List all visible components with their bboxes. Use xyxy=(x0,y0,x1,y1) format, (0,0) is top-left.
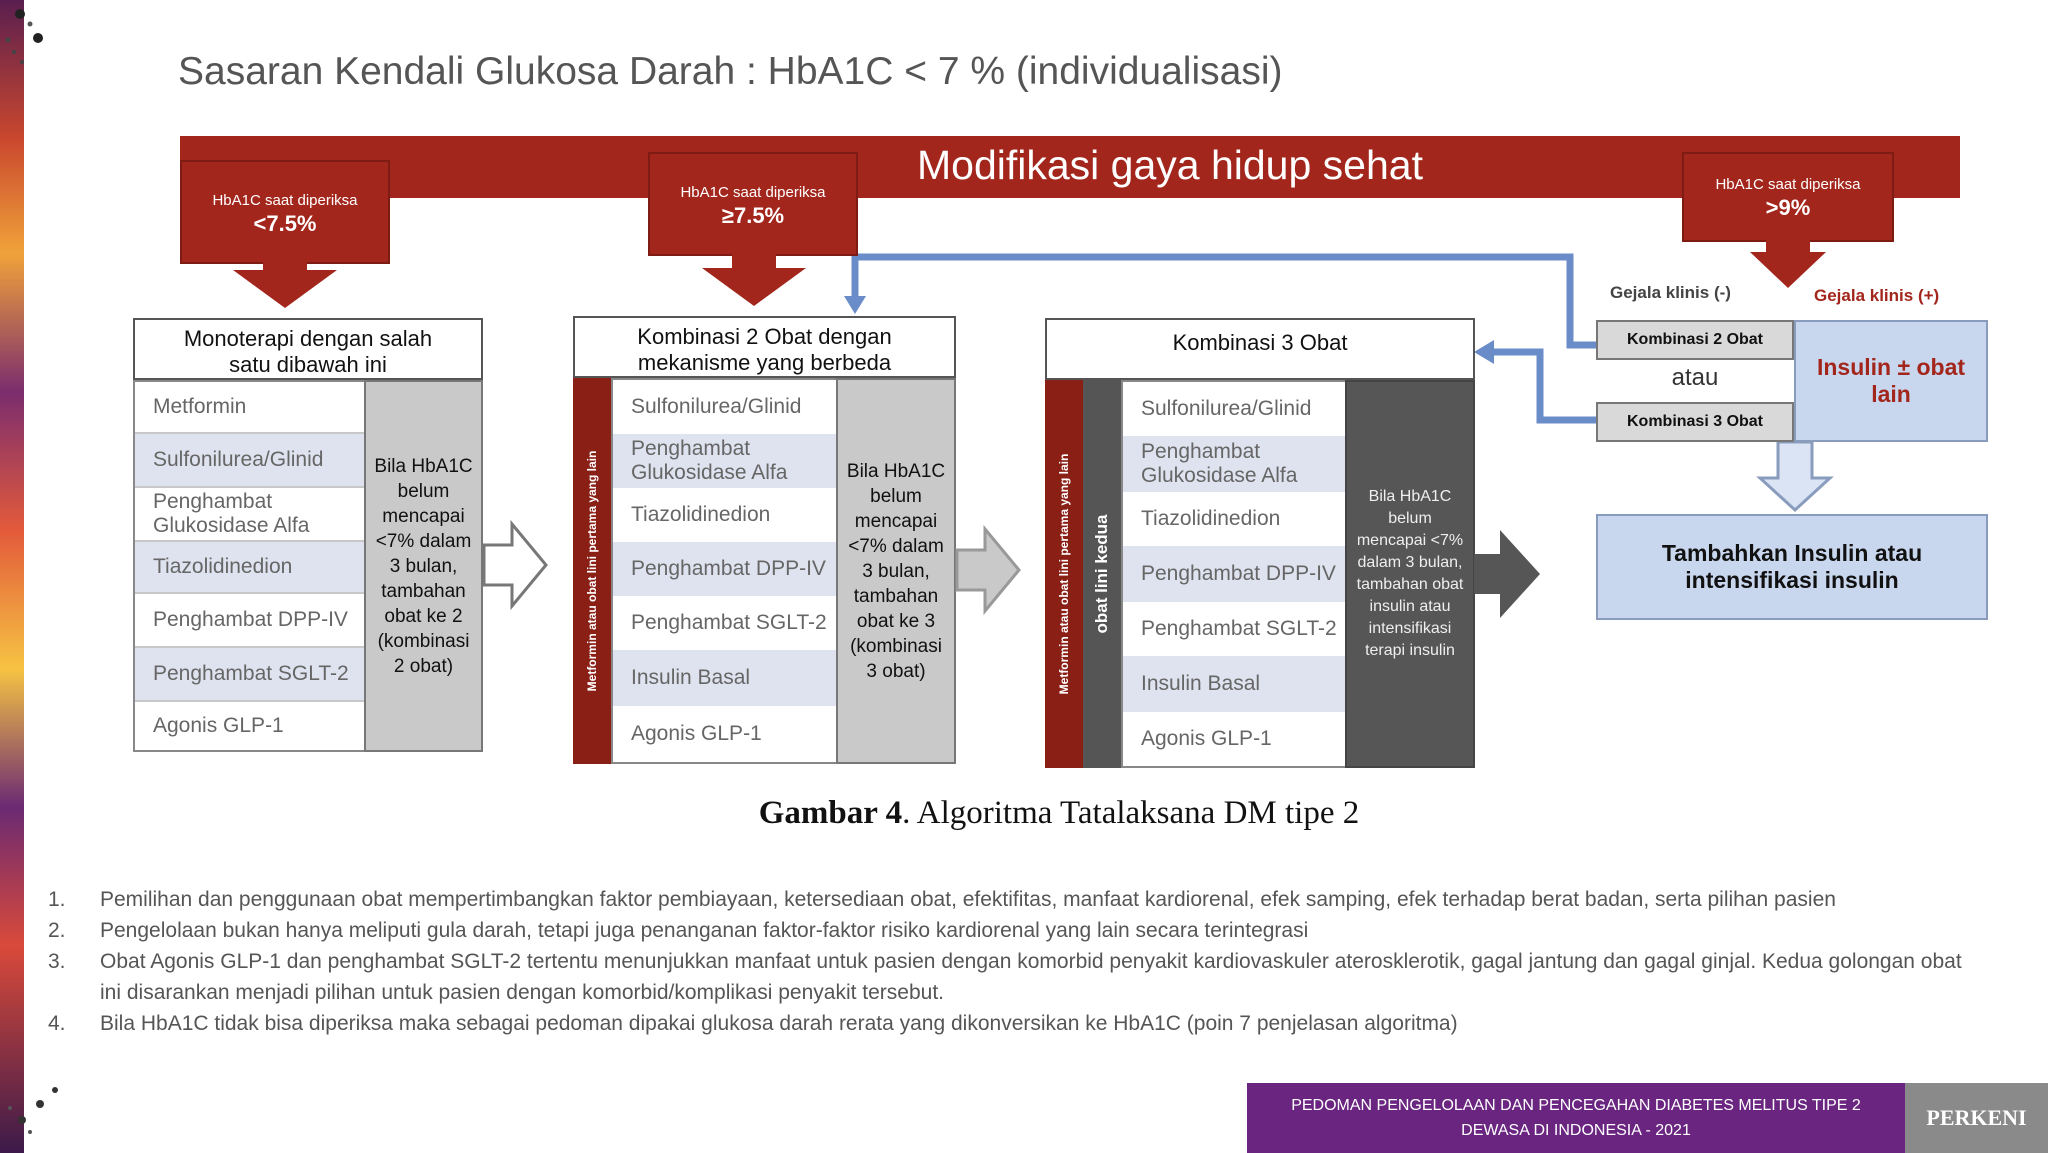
notes-list: 1. Pemilihan dan penggunaan obat mempert… xyxy=(48,884,1988,1039)
decorative-dots-icon xyxy=(5,9,43,64)
down-arrow-stem-2 xyxy=(732,254,776,270)
col2-drug-1: Sulfonilurea/Glinid xyxy=(613,380,836,434)
gejala-positive: Gejala klinis (+) xyxy=(1814,286,1940,305)
footer-line-2: DEWASA DI INDONESIA - 2021 xyxy=(1461,1122,1691,1139)
right-arrow-3 xyxy=(1474,530,1540,618)
down-arrow-2 xyxy=(702,268,806,306)
lifestyle-banner: Modifikasi gaya hidup sehat xyxy=(180,136,1960,198)
right-arrow-2 xyxy=(955,525,1021,615)
hba1c-box-3: HbA1C saat diperiksa >9% xyxy=(1682,152,1894,242)
down-arrow-stem-3 xyxy=(1766,240,1810,254)
col1-drug-1: Metformin xyxy=(135,382,364,432)
note-item: 2. Pengelolaan bukan hanya meliputi gula… xyxy=(48,919,1309,942)
col1-drug-5: Penghambat DPP-IV xyxy=(135,592,364,646)
decorative-strip xyxy=(0,0,24,1153)
note-item: 1. Pemilihan dan penggunaan obat mempert… xyxy=(48,888,1836,911)
col2-drug-list: Sulfonilurea/Glinid Penghambat Glukosida… xyxy=(611,378,838,764)
decorative-dots-icon-bottom xyxy=(8,1087,58,1134)
col3-side-bar: Metformin atau obat lini pertama yang la… xyxy=(1045,380,1083,768)
insulin-box: Insulin ± obat lain xyxy=(1794,320,1988,442)
banner-text: Modifikasi gaya hidup sehat xyxy=(917,142,1423,188)
col1-drug-list: Metformin Sulfonilurea/Glinid Penghambat… xyxy=(133,380,366,752)
down-arrow-3 xyxy=(1750,252,1826,288)
kombinasi-3-obat-box: Kombinasi 3 Obat xyxy=(1596,402,1794,442)
col2-drug-3: Tiazolidinedion xyxy=(613,488,836,542)
col1-drug-6: Penghambat SGLT-2 xyxy=(135,646,364,700)
footer-logo: PERKENI xyxy=(1905,1083,2048,1153)
col3-drug-5: Penghambat SGLT-2 xyxy=(1123,602,1345,656)
hba1c-box-2: HbA1C saat diperiksa ≥7.5% xyxy=(648,152,858,256)
right-arrow-1 xyxy=(482,520,548,610)
col1-header: Monoterapi dengan salah satu dibawah ini xyxy=(133,318,483,380)
col2-drug-5: Penghambat SGLT-2 xyxy=(613,596,836,650)
col2-drug-6: Insulin Basal xyxy=(613,650,836,706)
col2-side-label: Metformin atau obat lini pertama yang la… xyxy=(585,450,599,692)
col3-drug-4: Penghambat DPP-IV xyxy=(1123,546,1345,602)
kombinasi-2-obat-box: Kombinasi 2 Obat xyxy=(1596,320,1794,360)
hba1c-label-2: HbA1C saat diperiksa xyxy=(680,184,826,201)
col3-side-label: Metformin atau obat lini pertama yang la… xyxy=(1057,453,1071,695)
hba1c-value-2: ≥7.5% xyxy=(721,203,785,228)
col1-condition-panel: Bila HbA1C belum mencapai <7% dalam 3 bu… xyxy=(364,380,483,752)
col3-drug-3: Tiazolidinedion xyxy=(1123,492,1345,546)
col2-condition-panel: Bila HbA1C belum mencapai <7% dalam 3 bu… xyxy=(836,378,956,764)
col3-drug-1: Sulfonilurea/Glinid xyxy=(1123,382,1345,436)
col2-drug-2: Penghambat Glukosidase Alfa xyxy=(613,434,836,488)
page-title: Sasaran Kendali Glukosa Darah : HbA1C < … xyxy=(178,50,1283,93)
footer-line-1: PEDOMAN PENGELOLAAN DAN PENCEGAHAN DIABE… xyxy=(1291,1097,1861,1114)
down-arrow-1 xyxy=(233,270,337,308)
col1-drug-7: Agonis GLP-1 xyxy=(135,700,364,750)
col3-header: Kombinasi 3 Obat xyxy=(1045,318,1475,380)
figure-caption: Gambar 4. Algoritma Tatalaksana DM tipe … xyxy=(0,795,2048,832)
hba1c-value-1: <7.5% xyxy=(253,211,317,236)
footer-publication: PEDOMAN PENGELOLAAN DAN PENCEGAHAN DIABE… xyxy=(1247,1083,1905,1153)
note-item: 4. Bila HbA1C tidak bisa diperiksa maka … xyxy=(48,1012,1458,1035)
col3-drug-2: Penghambat Glukosidase Alfa xyxy=(1123,436,1345,492)
hba1c-label-3: HbA1C saat diperiksa xyxy=(1715,176,1861,193)
col3-condition-panel: Bila HbA1C belum mencapai <7% dalam 3 bu… xyxy=(1345,380,1475,768)
col3-side-bar-2: obat lini kedua xyxy=(1083,380,1121,768)
atau-label: atau xyxy=(1671,364,1719,391)
col3-drug-7: Agonis GLP-1 xyxy=(1123,712,1345,766)
col2-drug-4: Penghambat DPP-IV xyxy=(613,542,836,596)
col2-header: Kombinasi 2 Obat dengan mekanisme yang b… xyxy=(573,316,956,378)
col2-side-bar: Metformin atau obat lini pertama yang la… xyxy=(573,378,611,764)
caption-bold: Gambar 4 xyxy=(758,795,903,831)
col2-drug-7: Agonis GLP-1 xyxy=(613,706,836,762)
gejala-negative: Gejala klinis (-) xyxy=(1610,283,1731,302)
hba1c-box-1: HbA1C saat diperiksa <7.5% xyxy=(180,160,390,264)
note-item: 3. Obat Agonis GLP-1 dan penghambat SGLT… xyxy=(48,950,1962,1004)
down-arrow-stem-1 xyxy=(263,262,307,272)
col1-drug-3: Penghambat Glukosidase Alfa xyxy=(135,486,364,540)
hba1c-value-3: >9% xyxy=(1765,195,1811,220)
tambah-insulin-box: Tambahkan Insulin atau intensifikasi ins… xyxy=(1596,514,1988,620)
col1-drug-4: Tiazolidinedion xyxy=(135,540,364,592)
col3-side-label-2: obat lini kedua xyxy=(1092,514,1111,634)
col3-drug-list: Sulfonilurea/Glinid Penghambat Glukosida… xyxy=(1121,380,1347,768)
col3-drug-6: Insulin Basal xyxy=(1123,656,1345,712)
caption-rest: . Algoritma Tatalaksana DM tipe 2 xyxy=(902,795,1360,831)
hba1c-label-1: HbA1C saat diperiksa xyxy=(212,192,358,209)
col1-drug-2: Sulfonilurea/Glinid xyxy=(135,432,364,486)
